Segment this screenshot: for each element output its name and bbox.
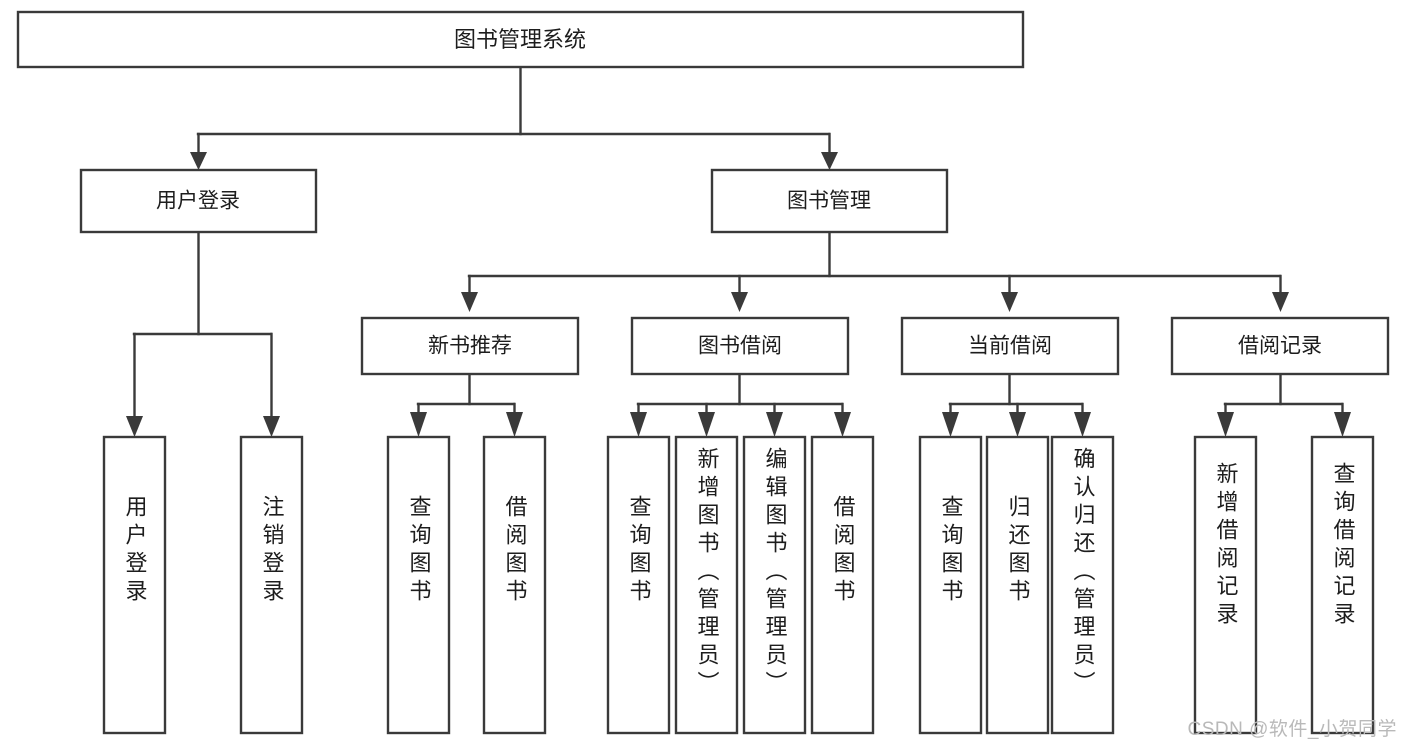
- leaf-box-query-book-3[interactable]: [918, 435, 983, 735]
- arrow-head-leaf-query-book-3: [942, 412, 959, 437]
- arrow-head-leaf-query-book-2: [630, 412, 647, 437]
- node-borrow-record[interactable]: 借阅记录: [1170, 316, 1390, 376]
- arrow-head-current-borrow: [1001, 292, 1018, 312]
- leaf-box-add-record[interactable]: [1193, 435, 1258, 735]
- arrow-head-book-borrow: [731, 292, 748, 312]
- arrow-head-leaf-edit-book: [766, 412, 783, 437]
- arrow-head-book-management: [821, 152, 838, 170]
- node-current-borrow-label: 当前借阅: [968, 335, 1052, 358]
- connector-group-user-login: [126, 230, 280, 437]
- leaf-box-user-login[interactable]: [102, 435, 167, 735]
- csdn-watermark: CSDN @软件_小贺同学: [1187, 719, 1397, 740]
- leaf-box-query-record[interactable]: [1310, 435, 1375, 735]
- connector-group-new-book-recommend: [410, 372, 523, 437]
- node-book-management[interactable]: 图书管理: [710, 168, 949, 234]
- node-current-borrow-box[interactable]: [900, 316, 1120, 376]
- node-root[interactable]: 图书管理系统: [16, 10, 1025, 69]
- leaf-box-query-book-1[interactable]: [386, 435, 451, 735]
- arrow-head-leaf-add-book: [698, 412, 715, 437]
- node-user-login[interactable]: 用户登录: [79, 168, 318, 234]
- arrow-head-leaf-borrow-book-1: [506, 412, 523, 437]
- connector-group-book-borrow: [630, 372, 851, 437]
- connector-group-current-borrow: [942, 372, 1091, 437]
- leaf-box-add-book[interactable]: [674, 435, 739, 735]
- node-root-label: 图书管理系统: [454, 27, 586, 52]
- node-book-borrow[interactable]: 图书借阅: [630, 316, 850, 376]
- arrow-head-user-login: [190, 152, 207, 170]
- arrow-head-borrow-record: [1272, 292, 1289, 312]
- leaf-box-group: [102, 435, 1375, 735]
- node-new-book-recommend[interactable]: 新书推荐: [360, 316, 580, 376]
- leaf-box-query-book-2[interactable]: [606, 435, 671, 735]
- arrow-head-leaf-borrow-book-2: [834, 412, 851, 437]
- connector-group-root: [190, 65, 838, 170]
- arrow-head-leaf-return-book: [1009, 412, 1026, 437]
- arrow-head-leaf-add-record: [1217, 412, 1234, 437]
- arrow-head-leaf-user-login: [126, 416, 143, 437]
- node-book-management-box[interactable]: [710, 168, 949, 234]
- leaf-box-borrow-book-1[interactable]: [482, 435, 547, 735]
- leaf-box-confirm-return[interactable]: [1050, 435, 1115, 735]
- node-new-book-recommend-label: 新书推荐: [428, 335, 512, 358]
- leaf-box-return-book[interactable]: [985, 435, 1050, 735]
- arrow-head-leaf-query-record: [1334, 412, 1351, 437]
- leaf-box-logout-login[interactable]: [239, 435, 304, 735]
- node-book-management-label: 图书管理: [787, 190, 871, 213]
- node-borrow-record-label: 借阅记录: [1238, 335, 1322, 358]
- leaf-box-borrow-book-2[interactable]: [810, 435, 875, 735]
- node-borrow-record-box[interactable]: [1170, 316, 1390, 376]
- arrow-head-leaf-confirm-return: [1074, 412, 1091, 437]
- leaf-box-edit-book[interactable]: [742, 435, 807, 735]
- node-user-login-label: 用户登录: [156, 190, 240, 213]
- arrow-head-leaf-logout-login: [263, 416, 280, 437]
- node-book-borrow-box[interactable]: [630, 316, 850, 376]
- node-new-book-recommend-box[interactable]: [360, 316, 580, 376]
- node-root-box[interactable]: [16, 10, 1025, 69]
- node-book-borrow-label: 图书借阅: [698, 335, 782, 358]
- node-user-login-box[interactable]: [79, 168, 318, 234]
- node-current-borrow[interactable]: 当前借阅: [900, 316, 1120, 376]
- arrow-head-leaf-query-book-1: [410, 412, 427, 437]
- connector-group-borrow-record: [1217, 372, 1351, 437]
- connector-group-book-management: [461, 230, 1289, 312]
- arrow-head-new-book-recommend: [461, 292, 478, 312]
